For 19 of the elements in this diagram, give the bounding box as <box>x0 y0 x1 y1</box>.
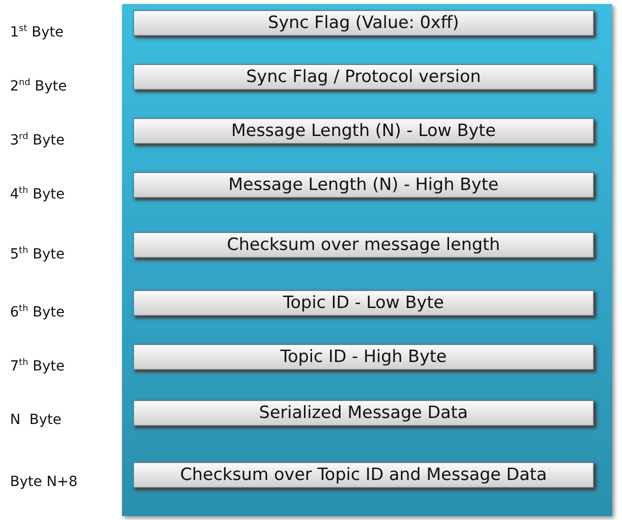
byte-field: Topic ID - Low Byte <box>133 290 594 316</box>
byte-field: Message Length (N) - Low Byte <box>133 118 594 144</box>
byte-label: 1$^{st}$ Byte <box>10 24 64 41</box>
byte-label: 6$^{th}$ Byte <box>10 304 65 321</box>
byte-field: Checksum over message length <box>133 232 594 258</box>
byte-label: Byte N+8 <box>10 474 78 490</box>
byte-label: 4$^{th}$ Byte <box>10 186 65 203</box>
byte-label: N Byte <box>10 412 62 428</box>
byte-field: Checksum over Topic ID and Message Data <box>133 462 594 488</box>
byte-label: 5$^{th}$ Byte <box>10 246 65 263</box>
byte-field: Sync Flag (Value: 0xff) <box>133 10 594 36</box>
byte-label: 3$^{rd}$ Byte <box>10 132 65 149</box>
byte-field: Sync Flag / Protocol version <box>133 64 594 90</box>
byte-field: Message Length (N) - High Byte <box>133 172 594 198</box>
byte-label: 7$^{th}$ Byte <box>10 358 65 375</box>
frame-panel <box>122 4 612 516</box>
byte-field: Serialized Message Data <box>133 400 594 426</box>
byte-label: 2$^{nd}$ Byte <box>10 78 67 95</box>
byte-field: Topic ID - High Byte <box>133 344 594 370</box>
